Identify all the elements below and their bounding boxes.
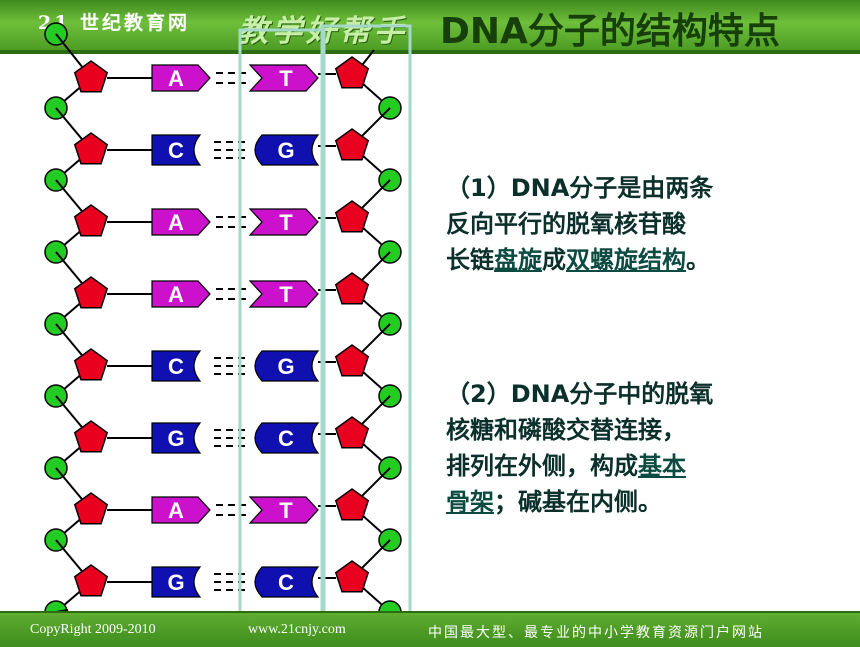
para2-line2: 核糖和磷酸交替连接， <box>446 416 686 444</box>
base-left <box>151 208 211 236</box>
base-right <box>254 566 320 598</box>
deoxyribose-left <box>73 420 109 453</box>
base-label-right: C <box>278 426 294 451</box>
para1-line2: 反向平行的脱氧核苷酸 <box>446 210 686 238</box>
base-left <box>151 280 211 308</box>
deoxyribose-left <box>73 60 109 93</box>
para1-line1: （1）DNA分子是由两条 <box>446 174 714 202</box>
page-title: DNA分子的结构特点 <box>440 11 780 52</box>
para2-line4-after: ；碱基在内侧。 <box>494 488 662 516</box>
deoxyribose-right <box>334 560 370 593</box>
deoxyribose-left <box>73 276 109 309</box>
deoxyribose-left <box>73 348 109 381</box>
base-pairs: A T C G A T A T C G G C A T G C <box>73 56 370 598</box>
base-right <box>248 496 319 524</box>
footer-slogan: 中国最大型、最专业的中小学教育资源门户网站 <box>428 625 764 641</box>
base-left <box>151 350 202 382</box>
deoxyribose-right <box>334 272 370 305</box>
deoxyribose-left <box>73 204 109 237</box>
base-label-right: T <box>279 66 293 91</box>
footer-url[interactable]: www.21cnjy.com <box>248 622 346 637</box>
footer-bar: CopyRight 2009-2010 www.21cnjy.com 中国最大型… <box>0 611 860 647</box>
para1-highlight-coil: 盘旋 <box>494 246 542 274</box>
footer-copyright: CopyRight 2009-2010 <box>30 622 156 637</box>
deoxyribose-right <box>334 416 370 449</box>
base-left <box>151 496 211 524</box>
deoxyribose-left <box>73 564 109 597</box>
deoxyribose-right <box>334 200 370 233</box>
base-right <box>254 422 320 454</box>
base-label-left: C <box>168 138 184 163</box>
base-label-right: C <box>278 570 294 595</box>
base-label-left: A <box>168 210 184 235</box>
para2-highlight-basic: 基本 <box>638 452 686 480</box>
deoxyribose-right <box>334 128 370 161</box>
frame-hydrogen-bonds <box>238 28 326 622</box>
base-label-right: G <box>277 354 294 379</box>
para2-highlight-skeleton: 骨架 <box>446 488 494 516</box>
base-label-right: T <box>279 282 293 307</box>
para1-line3-mid: 成 <box>542 246 566 274</box>
deoxyribose-right <box>334 488 370 521</box>
base-right <box>254 350 320 382</box>
para1-highlight-helix: 双螺旋结构 <box>566 246 686 274</box>
deoxyribose-right <box>334 56 370 89</box>
para2-line1: （2）DNA分子中的脱氧 <box>446 380 714 408</box>
base-label-left: G <box>167 426 184 451</box>
base-label-right: T <box>279 498 293 523</box>
base-label-right: T <box>279 210 293 235</box>
base-label-left: A <box>168 282 184 307</box>
base-left <box>151 134 202 166</box>
base-right <box>248 280 319 308</box>
para2-line3: 排列在外侧，构成基本 <box>446 448 826 484</box>
base-left <box>151 64 211 92</box>
paragraph-backbone: （2）DNA分子中的脱氧 核糖和磷酸交替连接， 排列在外侧，构成基本 骨架；碱基… <box>446 376 826 520</box>
base-left <box>151 566 202 598</box>
site-name: 21 世纪教育网 <box>38 12 191 34</box>
deoxyribose-left <box>73 132 109 165</box>
base-left <box>151 422 202 454</box>
para1-line3-before: 长链 <box>446 246 494 274</box>
para2-line3-before: 排列在外侧，构成 <box>446 452 638 480</box>
paragraph-double-helix: （1）DNA分子是由两条 反向平行的脱氧核苷酸 长链盘旋成双螺旋结构。 <box>446 170 826 278</box>
base-right <box>254 134 320 166</box>
base-label-right: G <box>277 138 294 163</box>
para1-line3: 长链盘旋成双螺旋结构。 <box>446 242 826 278</box>
para1-line3-after: 。 <box>686 246 710 274</box>
dna-backbone <box>44 22 402 624</box>
base-right <box>248 208 319 236</box>
para2-line4: 骨架；碱基在内侧。 <box>446 484 826 520</box>
base-right <box>248 64 319 92</box>
deoxyribose-right <box>334 344 370 377</box>
base-label-left: G <box>167 570 184 595</box>
base-label-left: A <box>168 498 184 523</box>
base-label-left: A <box>168 66 184 91</box>
header-divider <box>0 50 860 54</box>
deoxyribose-left <box>73 492 109 525</box>
base-label-left: C <box>168 354 184 379</box>
